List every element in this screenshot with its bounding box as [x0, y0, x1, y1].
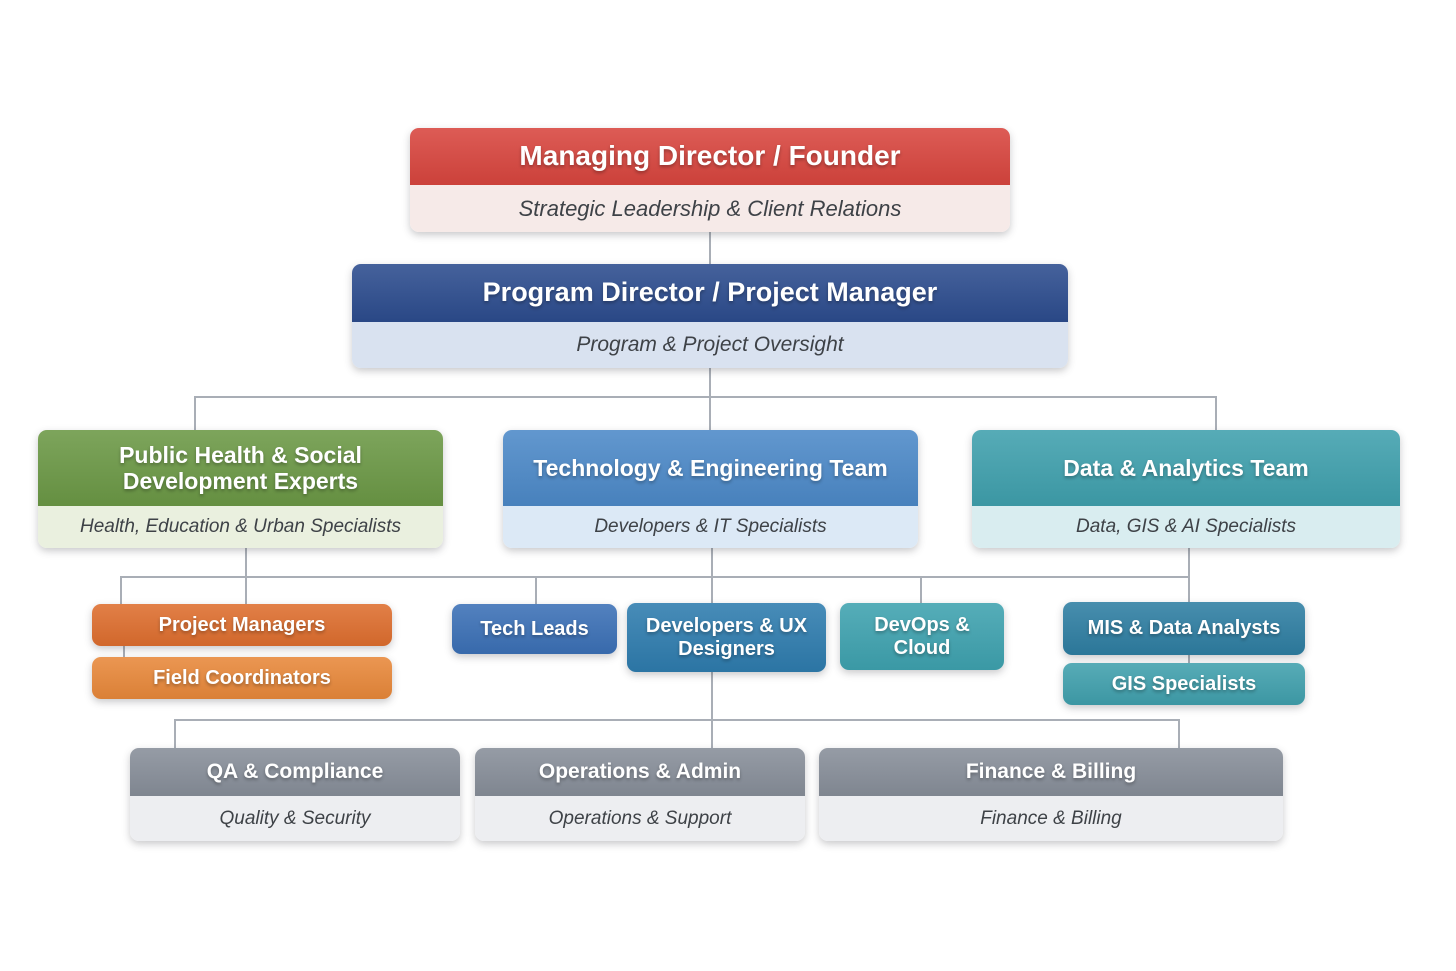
node-title: GIS Specialists: [1063, 663, 1305, 705]
connector-line: [123, 646, 125, 657]
node-title: Program Director / Project Manager: [352, 264, 1068, 322]
node-managing-director: Managing Director / Founder Strategic Le…: [410, 128, 1010, 232]
node-title: Public Health & Social Development Exper…: [38, 430, 443, 506]
connector-line: [1188, 548, 1190, 602]
connector-line: [711, 548, 713, 603]
node-subtitle: Strategic Leadership & Client Relations: [410, 185, 1010, 232]
connector-line: [709, 368, 711, 397]
node-subtitle: Health, Education & Urban Specialists: [38, 506, 443, 548]
connector-bus-level3: [194, 396, 1217, 398]
node-title: QA & Compliance: [130, 748, 460, 796]
connector-bus-level5: [174, 719, 1180, 721]
node-mis-data-analysts: MIS & Data Analysts: [1063, 602, 1305, 655]
connector-line: [709, 231, 711, 264]
connector-line: [120, 576, 122, 604]
connector-line: [194, 396, 196, 430]
connector-line: [711, 719, 713, 748]
node-title: DevOps & Cloud: [840, 603, 1004, 670]
node-finance-billing: Finance & Billing Finance & Billing: [819, 748, 1283, 841]
connector-line: [535, 576, 537, 604]
node-gis-specialists: GIS Specialists: [1063, 663, 1305, 705]
connector-line: [174, 719, 176, 748]
node-title: Finance & Billing: [819, 748, 1283, 796]
node-developers-ux-designers: Developers & UX Designers: [627, 603, 826, 672]
node-title: Data & Analytics Team: [972, 430, 1400, 506]
node-subtitle: Developers & IT Specialists: [503, 506, 918, 548]
node-field-coordinators: Field Coordinators: [92, 657, 392, 699]
node-subtitle: Quality & Security: [130, 796, 460, 841]
node-operations-admin: Operations & Admin Operations & Support: [475, 748, 805, 841]
node-data-analytics-team: Data & Analytics Team Data, GIS & AI Spe…: [972, 430, 1400, 548]
connector-line: [709, 396, 711, 430]
node-public-health-team: Public Health & Social Development Exper…: [38, 430, 443, 548]
connector-line: [920, 576, 922, 603]
node-qa-compliance: QA & Compliance Quality & Security: [130, 748, 460, 841]
node-program-director: Program Director / Project Manager Progr…: [352, 264, 1068, 368]
connector-bus-level4: [120, 576, 1190, 578]
connector-line: [1188, 655, 1190, 663]
node-subtitle: Program & Project Oversight: [352, 322, 1068, 368]
connector-line: [711, 672, 713, 719]
node-tech-leads: Tech Leads: [452, 604, 617, 654]
node-technology-team: Technology & Engineering Team Developers…: [503, 430, 918, 548]
node-subtitle: Data, GIS & AI Specialists: [972, 506, 1400, 548]
node-title: Tech Leads: [452, 604, 617, 654]
connector-line: [1178, 719, 1180, 748]
node-subtitle: Operations & Support: [475, 796, 805, 841]
node-devops-cloud: DevOps & Cloud: [840, 603, 1004, 670]
node-title: Field Coordinators: [92, 657, 392, 699]
node-title: Managing Director / Founder: [410, 128, 1010, 185]
connector-line: [1215, 396, 1217, 430]
node-subtitle: Finance & Billing: [819, 796, 1283, 841]
node-title: Project Managers: [92, 604, 392, 646]
node-title: Technology & Engineering Team: [503, 430, 918, 506]
node-title: Developers & UX Designers: [627, 603, 826, 672]
node-title: MIS & Data Analysts: [1063, 602, 1305, 655]
node-project-managers: Project Managers: [92, 604, 392, 646]
node-title: Operations & Admin: [475, 748, 805, 796]
